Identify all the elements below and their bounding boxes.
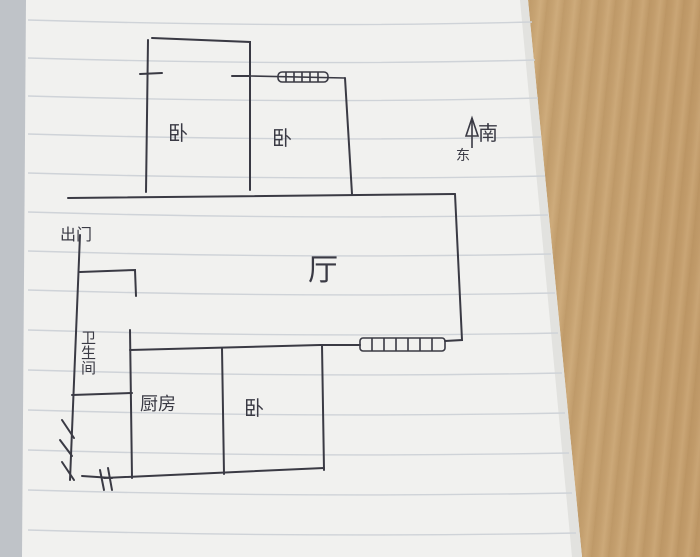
paper-sheet [22, 0, 582, 557]
ruled-lines [27, 19, 577, 536]
compass-arrow-icon [464, 115, 480, 148]
entrance-label: 出门 [60, 225, 92, 244]
paper-edge [520, 0, 582, 557]
bedroom-label-2: 卧 [272, 126, 292, 150]
living-room-label: 厅 [308, 253, 338, 288]
window-top [249, 71, 346, 83]
compass-south-label: 南 [478, 121, 498, 145]
bathroom-label: 卫生间 [79, 330, 97, 376]
kitchen-label: 厨房 [140, 394, 176, 415]
window-bottom [359, 337, 446, 352]
compass-east-label: 东 [456, 148, 470, 164]
bedroom-label-1: 卧 [168, 121, 188, 145]
floor-plan-drawing [59, 37, 464, 491]
bedroom-label-3: 卧 [244, 396, 264, 420]
